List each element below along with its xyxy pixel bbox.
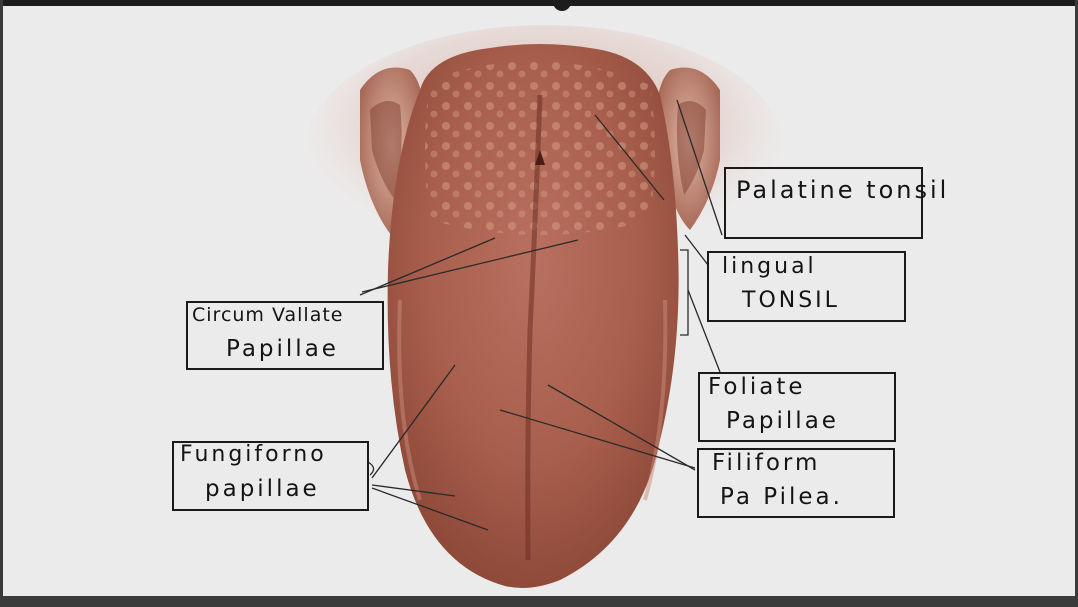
bottom-frame-edge (0, 596, 1078, 607)
